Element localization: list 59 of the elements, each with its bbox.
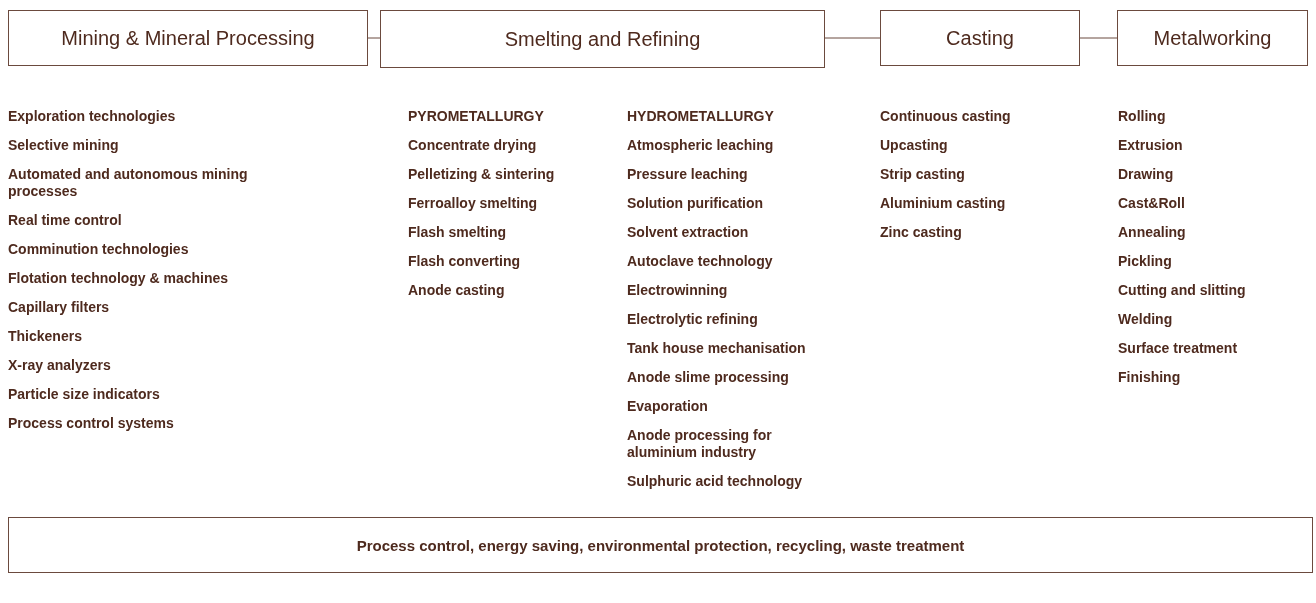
stage-title: Casting (946, 26, 1014, 50)
list-item: Anode processing for aluminium industry (627, 427, 773, 461)
list-item: Anode casting (408, 282, 506, 299)
list-item: Pressure leaching (627, 166, 749, 183)
list-item: Tank house mechanisation (627, 340, 807, 357)
list-item: Pickling (1118, 253, 1173, 270)
list-item: PYROMETALLURGY (408, 108, 545, 125)
list-item: Exploration technologies (8, 108, 177, 125)
list-item: Rolling (1118, 108, 1167, 125)
list-item: Solvent extraction (627, 224, 750, 241)
list-item: Electrolytic refining (627, 311, 759, 328)
stage-box (880, 10, 1080, 66)
list-item: Strip casting (880, 166, 966, 183)
list-item: HYDROMETALLURGY (627, 108, 775, 125)
list-item: Flotation technology & machines (8, 270, 230, 287)
list-item: Particle size indicators (8, 386, 161, 403)
list-item: Flash smelting (408, 224, 508, 241)
list-item: Thickeners (8, 328, 83, 345)
banner-box (8, 517, 1313, 573)
list-item: Electrowinning (627, 282, 729, 299)
list-item: Comminution technologies (8, 241, 190, 258)
list-item: Drawing (1118, 166, 1175, 183)
list-item: Sulphuric acid technology (627, 473, 804, 490)
list-item: Flash converting (408, 253, 522, 270)
list-item: Automated and autonomous mining processes (8, 166, 249, 200)
list-item: Welding (1118, 311, 1174, 328)
list-item: X-ray analyzers (8, 357, 112, 374)
stage-box (1117, 10, 1308, 66)
list-item: Capillary filters (8, 299, 111, 316)
list-item: Real time control (8, 212, 123, 229)
stage-box (8, 10, 368, 66)
connector-line (367, 37, 381, 39)
list-item: Ferroalloy smelting (408, 195, 539, 212)
list-item: Solution purification (627, 195, 765, 212)
connector-line (824, 37, 881, 39)
list-item: Surface treatment (1118, 340, 1239, 357)
list-item: Concentrate drying (408, 137, 538, 154)
list-item: Zinc casting (880, 224, 963, 241)
list-item: Autoclave technology (627, 253, 774, 270)
list-item: Anode slime processing (627, 369, 790, 386)
list-item: Selective mining (8, 137, 120, 154)
list-item: Cutting and slitting (1118, 282, 1247, 299)
stage-title: Process control, energy saving, environmental protection, recycling, waste treatment (356, 536, 965, 554)
list-item: Evaporation (627, 398, 709, 415)
list-item: Aluminium casting (880, 195, 1007, 212)
list-item: Upcasting (880, 137, 949, 154)
list-item: Extrusion (1118, 137, 1184, 154)
stage-title: Smelting and Refining (504, 27, 701, 51)
list-item: Pelletizing & sintering (408, 166, 556, 183)
list-item: Finishing (1118, 369, 1182, 386)
list-item: Atmospheric leaching (627, 137, 775, 154)
stage-box (380, 10, 825, 68)
stage-title: Mining & Mineral Processing (61, 26, 315, 50)
stage-title: Metalworking (1153, 26, 1272, 50)
list-item: Continuous casting (880, 108, 1012, 125)
connector-line (1079, 37, 1118, 39)
list-item: Process control systems (8, 415, 175, 432)
list-item: Cast&Roll (1118, 195, 1186, 212)
list-item: Annealing (1118, 224, 1187, 241)
